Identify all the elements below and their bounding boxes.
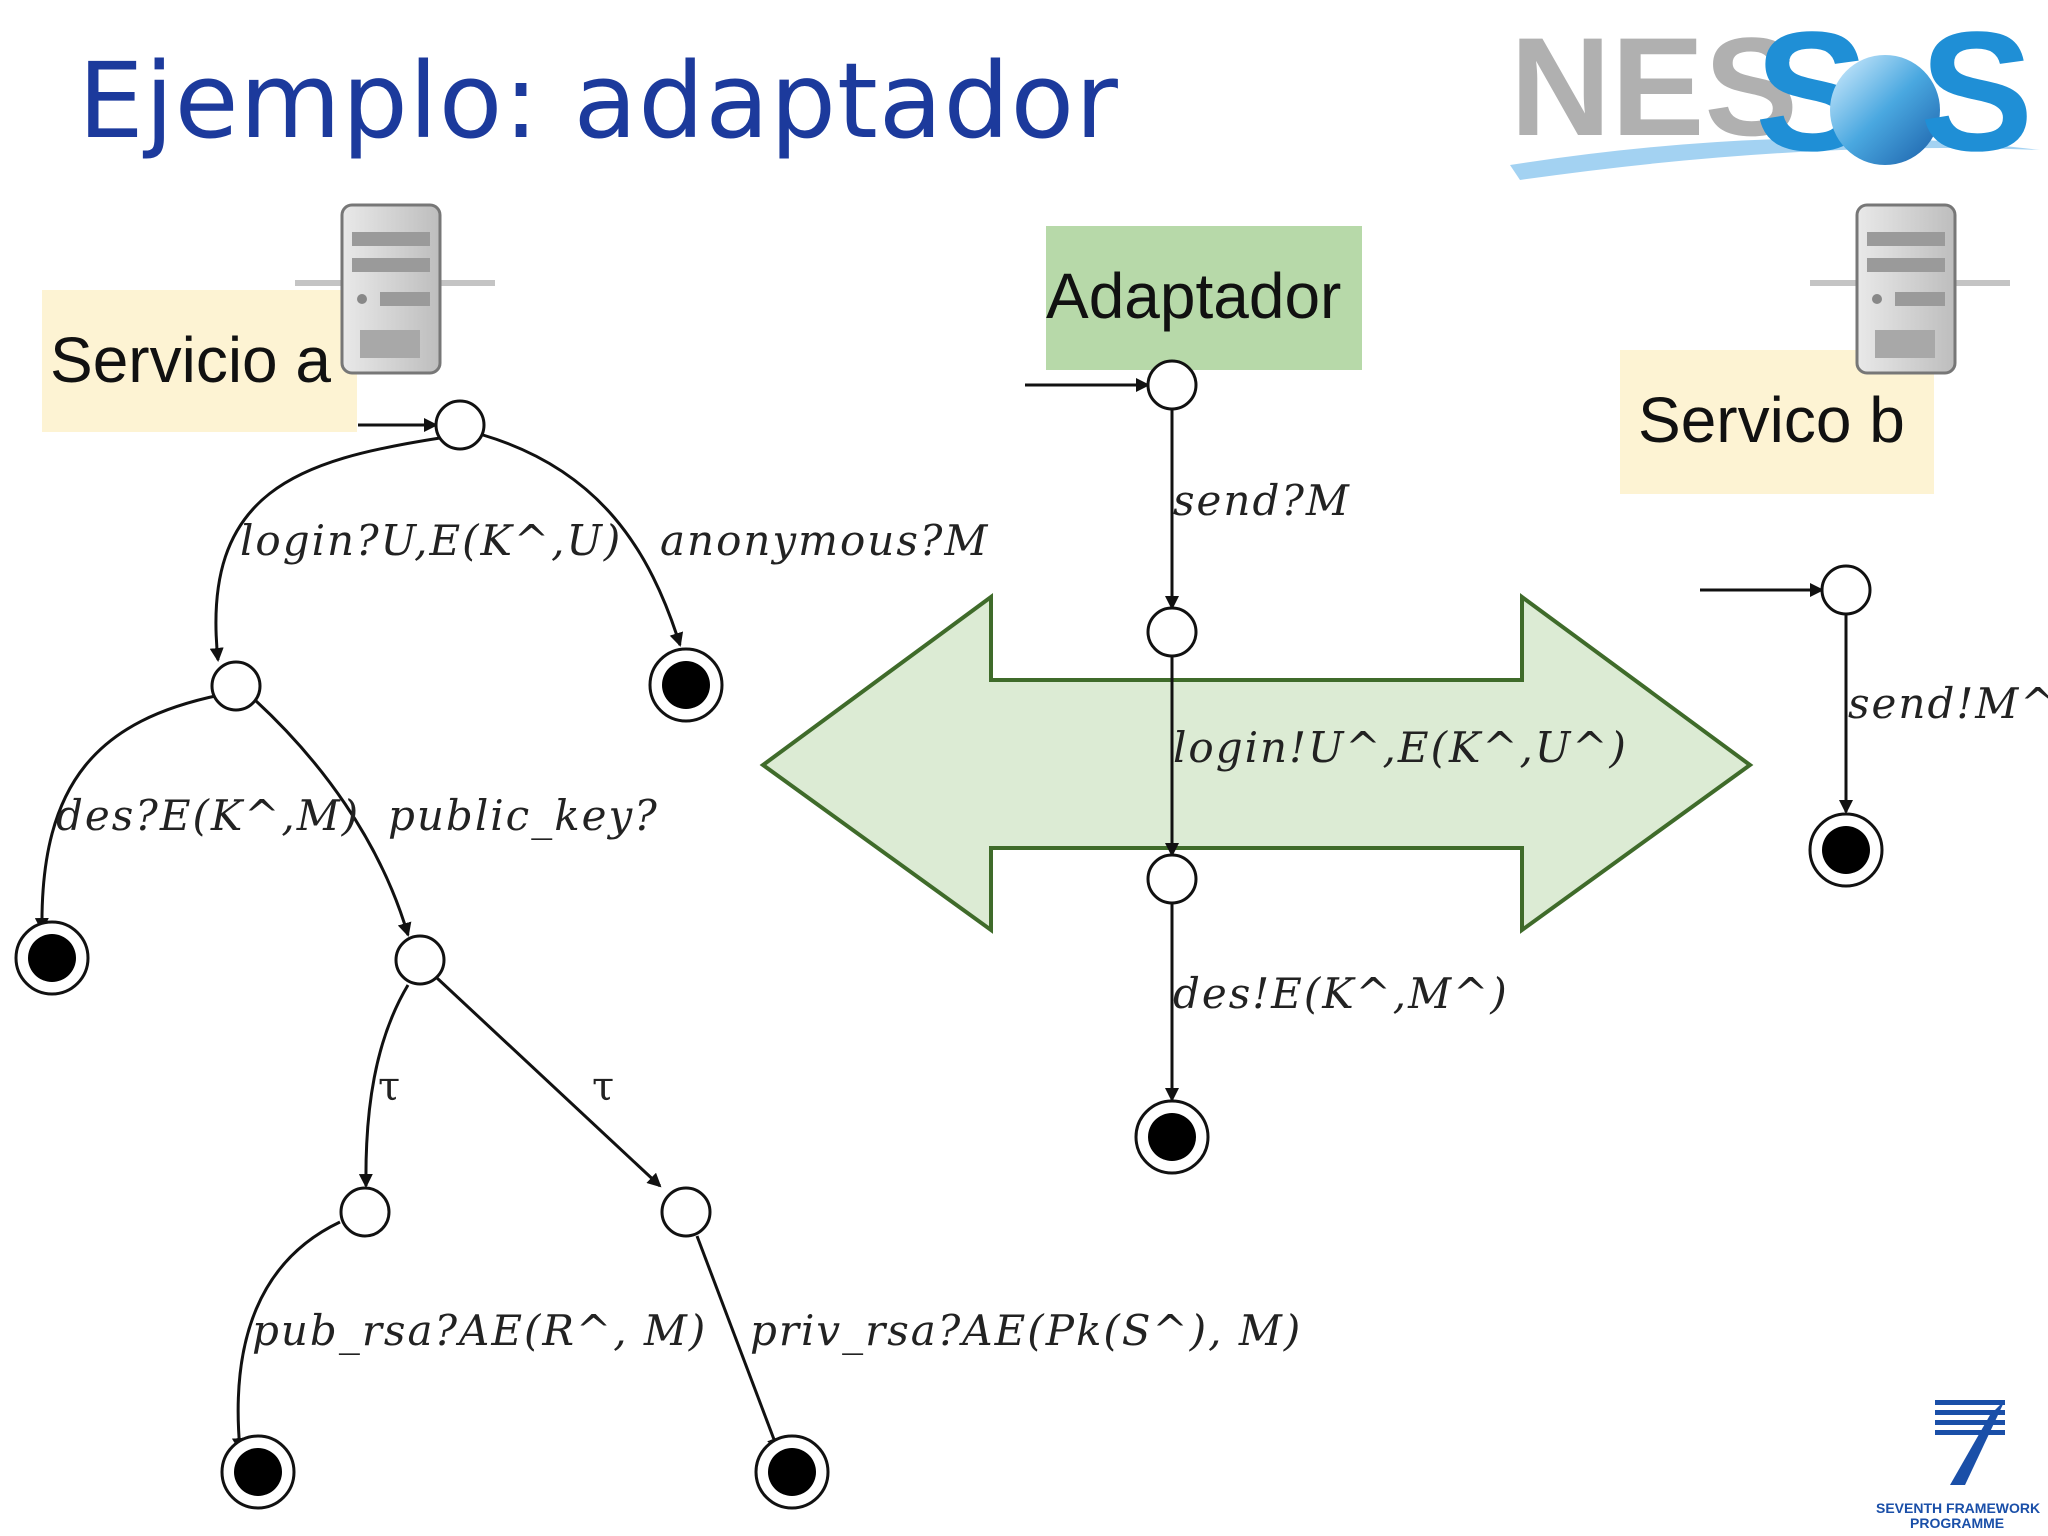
- edge-label: τ: [378, 1064, 400, 1110]
- nessos-logo: NES S S: [1510, 0, 2040, 187]
- adapter-automaton: send?M login!U^,E(K^,U^) des!E(K^,M^): [1025, 359, 1628, 1175]
- state-a4: [339, 1186, 391, 1238]
- edge-label: send?M: [1173, 476, 1351, 525]
- fp7-line1: SEVENTH FRAMEWORK: [1876, 1500, 2040, 1516]
- state-a1: [210, 660, 262, 712]
- edge-label: send!M^: [1848, 679, 2048, 728]
- server-icon: [295, 203, 495, 375]
- edge-label: login?U,E(K^,U): [240, 516, 622, 565]
- service-b-label: Servico b: [1638, 384, 1905, 456]
- service-b-automaton: send!M^: [1700, 564, 2048, 888]
- edge-label: anonymous?M: [660, 516, 989, 565]
- logo-s-text-2: S: [1920, 0, 2033, 187]
- edge-label: public_key?: [388, 791, 659, 840]
- service-a-automaton: login?U,E(K^,U) anonymous?M des?E(K^,M) …: [14, 399, 1302, 1510]
- logo-nes-text: NES: [1510, 8, 1798, 165]
- state-ad1: [1146, 606, 1198, 658]
- state-a3: [394, 934, 446, 986]
- fp7-line2: PROGRAMME: [1910, 1515, 2004, 1531]
- edge-label: des?E(K^,M): [56, 791, 360, 840]
- adapter-label: Adaptador: [1046, 260, 1341, 332]
- final-state: [1134, 1099, 1210, 1175]
- service-a-label: Servicio a: [50, 324, 331, 396]
- state-a5: [660, 1186, 712, 1238]
- state-a0: [434, 399, 486, 451]
- final-state: [754, 1434, 830, 1510]
- edge-label: priv_rsa?AE(Pk(S^), M): [750, 1306, 1302, 1355]
- state-b0: [1820, 564, 1872, 616]
- service-a-box: [42, 290, 357, 432]
- final-state: [1808, 812, 1884, 888]
- state-ad2: [1146, 853, 1198, 905]
- globe-icon: [1830, 55, 1940, 165]
- server-icon: [1810, 203, 2010, 375]
- edge-label: login!U^,E(K^,U^): [1173, 723, 1628, 772]
- state-ad0: [1146, 359, 1198, 411]
- fp7-logo: SEVENTH FRAMEWORK PROGRAMME: [1876, 1400, 2040, 1531]
- edge-label: pub_rsa?AE(R^, M): [252, 1306, 707, 1355]
- double-arrow-shape: [759, 593, 1754, 934]
- final-state: [648, 647, 724, 723]
- final-state: [14, 920, 90, 996]
- final-state: [220, 1434, 296, 1510]
- edge-label: des!E(K^,M^): [1173, 969, 1509, 1018]
- adapter-box: [1046, 226, 1362, 370]
- edge-label: τ: [592, 1064, 614, 1110]
- slide-title: Ejemplo: adaptador: [78, 40, 1119, 162]
